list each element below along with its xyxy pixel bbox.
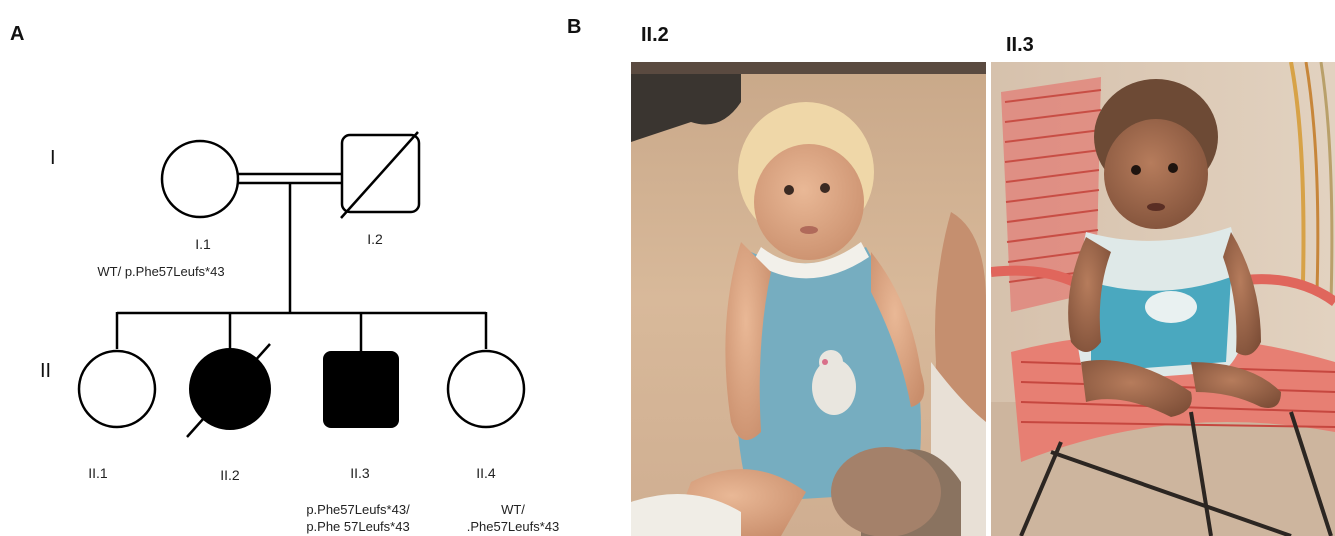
photo-ii3 xyxy=(991,62,1335,536)
genotype-i1: WT/ p.Phe57Leufs*43 xyxy=(97,264,224,279)
genotype-ii3-line2: p.Phe 57Leufs*43 xyxy=(306,519,409,534)
generation-label-i: I xyxy=(50,147,56,169)
individual-ii3-male-affected xyxy=(323,351,399,428)
label-i2: I.2 xyxy=(367,231,383,247)
genotype-ii4-line2: .Phe57Leufs*43 xyxy=(467,519,560,534)
label-ii4: II.4 xyxy=(476,465,496,481)
label-i1: I.1 xyxy=(195,236,211,252)
label-ii3: II.3 xyxy=(350,465,370,481)
photo-title-ii2: II.2 xyxy=(641,24,669,47)
pedigree-diagram: A I II I.1 I.2 WT/ p.Phe57Leufs*43 II.1 … xyxy=(0,0,620,536)
photo-title-ii3: II.3 xyxy=(1006,34,1034,57)
label-ii2: II.2 xyxy=(220,467,240,483)
individual-ii4-female-unaffected xyxy=(448,351,524,427)
label-ii1: II.1 xyxy=(88,465,108,481)
panel-a-letter: A xyxy=(10,23,24,45)
genotype-ii3-line1: p.Phe57Leufs*43/ xyxy=(306,502,410,517)
photo-ii2 xyxy=(631,62,986,536)
individual-i1-female-unaffected xyxy=(162,141,238,217)
generation-label-ii: II xyxy=(40,360,51,382)
genotype-ii4-line1: WT/ xyxy=(501,502,525,517)
panel-b-letter: B xyxy=(567,16,581,39)
individual-ii1-female-unaffected xyxy=(79,351,155,427)
